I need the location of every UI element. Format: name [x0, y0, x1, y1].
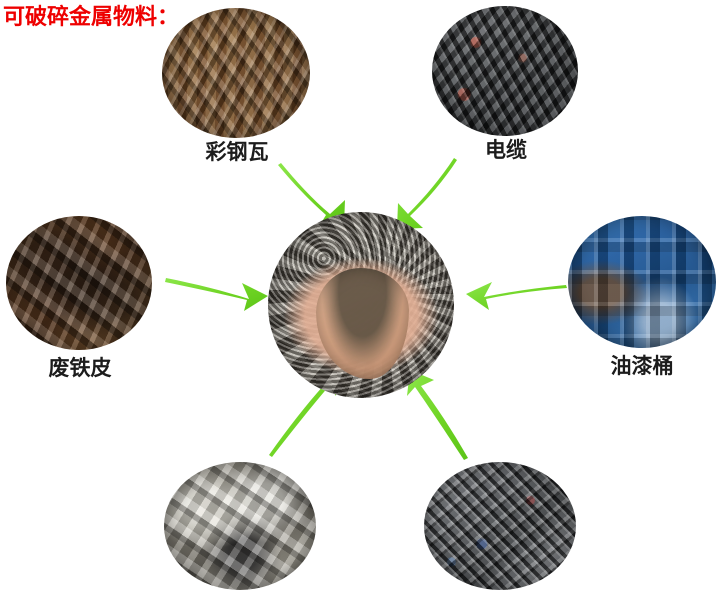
caption-scrap-iron-sheet: 废铁皮	[48, 355, 112, 380]
caption-paint-drum: 油漆桶	[610, 353, 674, 378]
node-cable: 电缆	[426, 6, 586, 176]
node-scrap-iron-sheet: 废铁皮	[2, 216, 158, 388]
node-colored-steel-tile: 彩钢瓦	[156, 8, 318, 178]
hand-palm-shape	[316, 267, 410, 380]
caption-cable: 电缆	[485, 137, 527, 162]
photo-vignette	[6, 216, 152, 350]
photo-vignette	[432, 6, 578, 136]
photo-vignette	[162, 8, 310, 138]
scrap-appliance-photo	[164, 462, 316, 590]
paint-drum-photo	[568, 216, 716, 348]
photo-vignette	[424, 462, 576, 590]
arrow-from-scrap-iron-sheet	[165, 278, 268, 311]
cable-photo	[432, 6, 578, 136]
node-scrap-appliance	[164, 462, 316, 592]
node-scrap-bicycle	[424, 462, 576, 592]
arrow-from-paint-drum	[466, 282, 567, 310]
photo-vignette	[164, 462, 316, 590]
shredded-metal-photo	[268, 212, 454, 398]
caption-colored-steel-tile: 彩钢瓦	[205, 139, 269, 164]
center-node	[268, 212, 454, 398]
page-title: 可破碎金属物料：	[3, 5, 180, 30]
node-paint-drum: 油漆桶	[564, 216, 720, 388]
scrap-iron-sheet-photo	[6, 216, 152, 350]
scrap-bicycle-photo	[424, 462, 576, 590]
colored-steel-tile-photo	[162, 8, 310, 138]
photo-vignette	[568, 216, 716, 348]
